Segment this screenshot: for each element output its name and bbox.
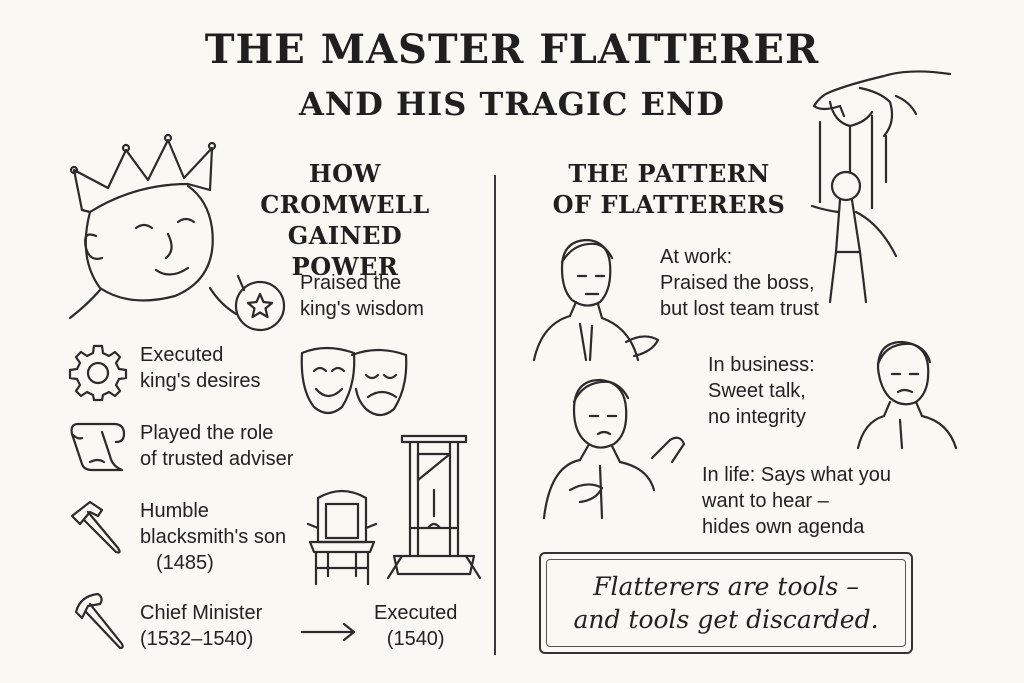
- item-adviser-line-2: of trusted adviser: [140, 448, 294, 470]
- example-business-line-3: no integrity: [708, 406, 806, 428]
- item-origin-line-3: (1485): [156, 552, 214, 574]
- puppet-hand-illustration: [810, 70, 952, 304]
- hammer-icon: [70, 500, 121, 554]
- quote-box: Flatterers are tools – and tools get dis…: [539, 552, 913, 654]
- item-adviser: Played the role of trusted adviser: [140, 420, 293, 472]
- item-chief-minister-line-2: (1532–1540): [140, 628, 254, 650]
- quote-line-2: and tools get discarded.: [573, 605, 879, 634]
- example-life-line-1: In life: Says what you: [702, 464, 891, 486]
- right-heading-line-2: OF FLATTERERS: [552, 190, 786, 219]
- left-heading-line-1: HOW: [308, 159, 382, 188]
- example-life-line-3: hides own agenda: [702, 516, 865, 538]
- item-executed-desires-line-1: Executed: [140, 344, 224, 366]
- theater-masks-icon: [300, 346, 408, 417]
- main-title: THE MASTER FLATTERER: [204, 26, 820, 73]
- left-heading: HOW CROMWELL GAINED POWER: [240, 158, 450, 282]
- column-divider: [494, 175, 496, 655]
- item-adviser-line-1: Played the role: [140, 422, 274, 444]
- item-executed-desires: Executed king's desires: [140, 342, 261, 394]
- item-chief-minister-line-1: Chief Minister: [140, 602, 263, 624]
- left-heading-line-3: GAINED POWER: [287, 221, 403, 281]
- arrow-right-icon: [300, 622, 356, 642]
- item-praised: Praised the king's wisdom: [300, 270, 424, 322]
- subtitle: AND HIS TRAGIC END: [299, 85, 725, 123]
- left-heading-line-2: CROMWELL: [260, 190, 430, 219]
- scroll-icon: [70, 422, 126, 472]
- example-business-line-2: Sweet talk,: [708, 380, 806, 402]
- example-life-line-2: want to hear –: [702, 490, 829, 512]
- item-chief-minister: Chief Minister (1532–1540): [140, 600, 262, 652]
- right-heading: THE PATTERN OF FLATTERERS: [534, 158, 804, 220]
- example-work-line-1: At work:: [660, 246, 733, 268]
- example-business: In business: Sweet talk, no integrity: [708, 352, 815, 430]
- item-executed-desires-line-2: king's desires: [140, 370, 261, 392]
- right-heading-line-1: THE PATTERN: [568, 159, 770, 188]
- person-illustration: [542, 378, 686, 520]
- quote-line-1: Flatterers are tools –: [593, 572, 859, 601]
- throne-icon: [306, 489, 378, 586]
- example-work: At work: Praised the boss, but lost team…: [660, 244, 819, 322]
- person-illustration: [532, 238, 660, 362]
- item-praised-line-2: king's wisdom: [300, 298, 424, 320]
- gear-icon: [68, 344, 128, 402]
- guillotine-icon: [386, 434, 482, 580]
- executed-line-1: Executed: [374, 602, 458, 624]
- executed-line-2: (1540): [386, 628, 445, 650]
- item-praised-line-1: Praised the: [300, 272, 402, 294]
- person-illustration: [856, 340, 958, 450]
- example-work-line-2: Praised the boss,: [660, 272, 815, 294]
- example-work-line-3: but lost team trust: [660, 298, 819, 320]
- item-origin: Humble blacksmith's son (1485): [140, 498, 286, 576]
- item-origin-line-2: blacksmith's son: [140, 526, 287, 548]
- item-origin-line-1: Humble: [140, 500, 209, 522]
- example-life: In life: Says what you want to hear – hi…: [702, 462, 891, 540]
- executed-label: Executed (1540): [374, 600, 457, 652]
- hammer-icon: [74, 592, 124, 650]
- example-business-line-1: In business:: [708, 354, 815, 376]
- star-speech-bubble-icon: [234, 274, 286, 332]
- king-illustration: [68, 133, 238, 320]
